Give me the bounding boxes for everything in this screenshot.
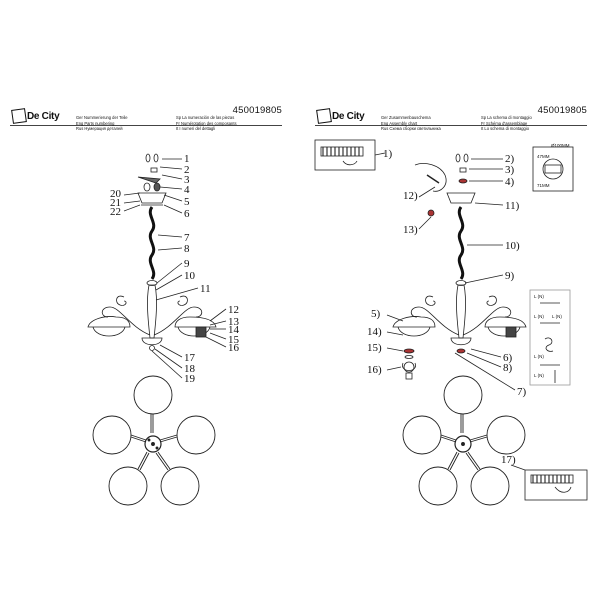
- step-number-11: 11): [505, 200, 520, 212]
- step-number-15: 15): [367, 342, 382, 354]
- label-ger: Ger Nummerierung der Teile: [76, 115, 128, 120]
- label-ger: Ger Zusammenbauschema: [381, 115, 431, 120]
- label-rus: Rus Схема сборки светильника: [381, 126, 441, 132]
- part-number-13: 13: [228, 316, 240, 328]
- part-number-12: 12: [228, 304, 239, 316]
- part-number-9: 9: [184, 258, 190, 270]
- product-code: 450019805: [537, 105, 587, 116]
- step-number-13: 13): [403, 224, 418, 236]
- part-number-6: 6: [184, 208, 190, 220]
- diameter-label: Ø100MM: [551, 143, 570, 148]
- chandelier-parts-drawing: 1 2 3 4 5 6 7 8 9 10 11 12 13 14 15 16 1…: [87, 153, 240, 506]
- label-fr: Fr Schéma d'assemblage: [481, 120, 528, 126]
- wire-label-5: L (N): [534, 373, 544, 378]
- step-number-10: 10): [505, 240, 520, 252]
- wire-label-4: L (N): [534, 354, 544, 359]
- height-label: 47MM: [537, 154, 550, 159]
- step-number-6: 6): [503, 352, 513, 364]
- part-number-19: 19: [184, 373, 196, 385]
- chandelier-assembly-drawing: 1) 2) 3) 4) 5) 6) 7) 8) 9) 10) 11) 12) 1…: [314, 139, 588, 506]
- part-number-11: 11: [200, 283, 211, 295]
- label-sp: Sp La numeración de las piezas: [176, 115, 235, 120]
- wire-label-3: L (N): [534, 314, 544, 319]
- step-number-5: 5): [371, 308, 381, 320]
- part-number-20: 20: [110, 188, 122, 200]
- top-view-drawing: [402, 375, 526, 506]
- part-number-4: 4: [184, 184, 190, 196]
- wire-label-2: L (N): [552, 314, 562, 319]
- brand-logo: De City: [11, 108, 60, 124]
- label-eng: Eng Assembly chart: [381, 120, 418, 126]
- product-code: 450019805: [232, 105, 282, 116]
- wire-label-1: L (N): [534, 294, 544, 299]
- step-number-9: 9): [505, 270, 515, 282]
- part-number-7: 7: [184, 232, 190, 244]
- part-number-16: 16: [228, 342, 240, 354]
- step-number-2: 2): [505, 153, 515, 165]
- part-number-1: 1: [184, 153, 190, 165]
- step-number-3: 3): [505, 164, 515, 176]
- step-number-14: 14): [367, 326, 382, 338]
- step-number-12: 12): [403, 190, 418, 202]
- part-number-17: 17: [184, 352, 196, 364]
- logo-text: De City: [332, 110, 365, 122]
- label-it: It I numeri del dettagli: [176, 126, 216, 132]
- part-number-14: 14: [228, 324, 240, 336]
- header-rule: [315, 125, 587, 126]
- part-number-10: 10: [184, 270, 196, 282]
- part-number-2: 2: [184, 164, 190, 176]
- step-number-4: 4): [505, 176, 515, 188]
- step-number-7: 7): [517, 386, 527, 398]
- label-sp: Sp La schema di montaggio: [481, 115, 532, 120]
- top-view-drawing: [92, 375, 216, 506]
- part-number-8: 8: [184, 243, 190, 255]
- header-rule: [10, 125, 282, 126]
- label-eng: Eng Parts numbering: [76, 120, 115, 126]
- step-number-17: 17): [501, 454, 516, 466]
- part-number-3: 3: [184, 174, 190, 186]
- part-number-5: 5: [184, 196, 190, 208]
- part-number-22: 22: [110, 206, 121, 218]
- part-number-21: 21: [110, 197, 121, 209]
- label-fr: Fr Numérotation des composants: [176, 120, 237, 126]
- assembly-chart-sheet: De City 450019805 Ger Zusammenbauschema …: [314, 95, 595, 515]
- parts-numbering-sheet: De City 450019805 Ger Nummerierung der T…: [10, 95, 290, 515]
- part-number-18: 18: [184, 363, 196, 375]
- step-number-16: 16): [367, 364, 382, 376]
- label-rus: Rus Нумерация деталей: [76, 126, 123, 132]
- part-number-15: 15: [228, 334, 240, 346]
- label-it: It Lo schema di montaggio: [481, 126, 530, 132]
- step-number-8: 8): [503, 362, 513, 374]
- brand-logo: De City: [316, 108, 365, 124]
- step-number-1: 1): [383, 148, 393, 160]
- logo-text: De City: [27, 110, 60, 122]
- depth-label: 71MM: [537, 183, 550, 188]
